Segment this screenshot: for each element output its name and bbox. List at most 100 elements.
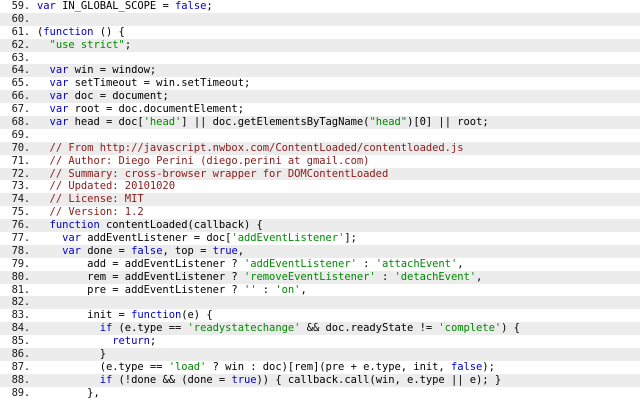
code-text[interactable]: var setTimeout = win.setTimeout; (32, 77, 640, 90)
code-text[interactable]: add = addEventListener ? 'addEventListen… (32, 258, 640, 271)
code-line[interactable]: 80. rem = addEventListener ? 'removeEven… (0, 270, 640, 284)
code-line[interactable]: 61.(function () { (0, 25, 640, 39)
token-plain: } (37, 348, 106, 361)
token-key: false (131, 244, 163, 257)
code-line[interactable]: 77. var addEventListener = doc['addEvent… (0, 232, 640, 245)
code-text[interactable]: "use strict"; (32, 39, 640, 52)
line-number: 65. (11, 77, 31, 90)
line-number: 61. (11, 25, 31, 38)
token-plain (37, 219, 50, 231)
code-line[interactable]: 78. var done = false, top = true, (0, 244, 640, 258)
code-text[interactable]: } (32, 348, 640, 361)
code-text[interactable]: // Version: 1.2 (32, 206, 640, 219)
token-key: var (62, 244, 81, 257)
code-line[interactable]: 59.var IN_GLOBAL_SCOPE = false; (0, 0, 640, 13)
token-com: // Summary: cross-browser wrapper for DO… (49, 167, 389, 180)
line-number: 75. (11, 206, 31, 219)
code-line[interactable]: 60. (0, 12, 640, 26)
code-line[interactable]: 83. init = function(e) { (0, 309, 640, 323)
line-number: 85. (11, 335, 31, 348)
code-line[interactable]: 75. // Version: 1.2 (0, 206, 640, 220)
token-plain: ? win : doc)[rem](pre + e.type, init, (206, 360, 451, 373)
code-text[interactable]: // From http://javascript.nwbox.com/Cont… (32, 142, 640, 155)
code-line[interactable]: 71. // Author: Diego Perini (diego.perin… (0, 154, 640, 168)
token-key: function (43, 25, 94, 38)
code-line[interactable]: 74. // License: MIT (0, 193, 640, 207)
line-number: 66. (11, 90, 31, 103)
token-plain: (e.type == (37, 360, 169, 373)
code-line[interactable]: 73. // Updated: 20101020 (0, 180, 640, 194)
token-plain (37, 142, 50, 154)
token-plain: : (356, 257, 376, 270)
code-text[interactable]: var head = doc['head'] || doc.getElement… (32, 116, 640, 129)
code-line[interactable]: 62. "use strict"; (0, 38, 640, 52)
code-line[interactable]: 72. // Summary: cross-browser wrapper fo… (0, 167, 640, 181)
code-text[interactable]: (function () { (32, 26, 640, 39)
code-text[interactable]: var root = doc.documentElement; (32, 103, 640, 116)
code-text[interactable]: function contentLoaded(callback) { (32, 219, 640, 232)
code-line[interactable]: 84. if (e.type == 'readystatechange' && … (0, 322, 640, 336)
line-number: 73. (11, 180, 31, 193)
code-text[interactable]: init = function(e) { (32, 309, 640, 322)
token-plain: , top = (162, 244, 213, 257)
code-text[interactable]: var doc = document; (32, 90, 640, 103)
code-line[interactable]: 85. return; (0, 335, 640, 349)
code-line[interactable]: 79. add = addEventListener ? 'addEventLi… (0, 257, 640, 271)
token-plain: ; (206, 0, 213, 12)
line-number: 72. (11, 167, 31, 180)
token-plain: ; (124, 38, 132, 51)
code-text[interactable]: if (!done && (done = true)) { callback.c… (32, 374, 640, 387)
line-number: 78. (11, 244, 31, 257)
token-plain: && doc.readyState != (300, 322, 439, 335)
code-line[interactable]: 69. (0, 128, 640, 142)
code-line[interactable]: 88. if (!done && (done = true)) { callba… (0, 373, 640, 387)
code-text[interactable]: }, (32, 387, 640, 400)
token-key: true (212, 244, 238, 257)
code-text[interactable]: // Author: Diego Perini (diego.perini at… (32, 155, 640, 168)
code-text[interactable]: // Summary: cross-browser wrapper for DO… (32, 168, 640, 181)
line-number: 59. (11, 0, 31, 12)
code-text[interactable]: pre = addEventListener ? '' : 'on', (32, 284, 640, 297)
code-line[interactable]: 76. function contentLoaded(callback) { (0, 219, 640, 233)
code-text[interactable]: return; (32, 335, 640, 348)
code-line[interactable]: 87. (e.type == 'load' ? win : doc)[rem](… (0, 360, 640, 374)
line-number: 81. (11, 283, 31, 296)
code-line[interactable]: 70. // From http://javascript.nwbox.com/… (0, 141, 640, 155)
code-line[interactable]: 64. var win = window; (0, 64, 640, 78)
code-line[interactable]: 81. pre = addEventListener ? '' : 'on', (0, 283, 640, 297)
code-line[interactable]: 89. }, (0, 386, 640, 400)
code-text[interactable]: var addEventListener = doc['addEventList… (32, 232, 640, 245)
token-plain (37, 168, 50, 180)
code-text[interactable]: var win = window; (32, 64, 640, 77)
code-text[interactable]: rem = addEventListener ? 'removeEventLis… (32, 271, 640, 284)
token-plain: ( (37, 25, 44, 38)
token-plain: )) { callback.call(win, e.type || e); } (256, 373, 502, 386)
token-key: var (49, 90, 69, 103)
token-plain (37, 180, 50, 192)
code-line[interactable]: 66. var doc = document; (0, 90, 640, 104)
code-line[interactable]: 82. (0, 296, 640, 310)
token-plain: (!done && (done = (112, 373, 232, 386)
code-text[interactable]: // Updated: 20101020 (32, 180, 640, 193)
code-text[interactable]: var done = false, top = true, (32, 245, 640, 258)
code-line[interactable]: 67. var root = doc.documentElement; (0, 103, 640, 117)
token-key: var (62, 232, 81, 245)
token-plain (37, 322, 100, 334)
code-line[interactable]: 63. (0, 51, 640, 65)
token-plain (37, 39, 50, 51)
code-text[interactable]: (e.type == 'load' ? win : doc)[rem](pre … (32, 361, 640, 374)
code-line[interactable]: 68. var head = doc['head'] || doc.getEle… (0, 116, 640, 129)
code-line[interactable]: 65. var setTimeout = win.setTimeout; (0, 77, 640, 91)
token-plain: rem = addEventListener ? (37, 270, 244, 283)
token-plain: contentLoaded(callback) { (99, 219, 263, 232)
token-plain (37, 64, 50, 76)
line-number: 69. (11, 128, 31, 141)
code-line[interactable]: 86. } (0, 348, 640, 361)
token-str: 'detachEvent' (394, 270, 477, 283)
code-text[interactable]: var IN_GLOBAL_SCOPE = false; (32, 0, 640, 13)
token-key: return (112, 335, 150, 348)
code-text[interactable]: if (e.type == 'readystatechange' && doc.… (32, 322, 640, 335)
code-text[interactable]: // License: MIT (32, 193, 640, 206)
token-plain: pre = addEventListener ? (37, 283, 244, 296)
